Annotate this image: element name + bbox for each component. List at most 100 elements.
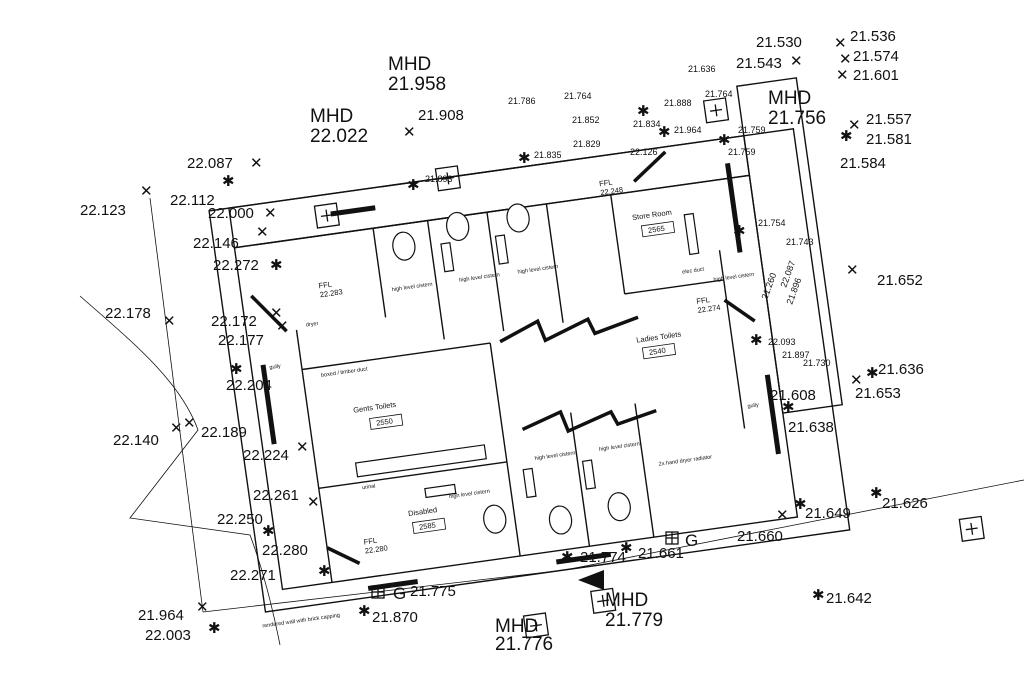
spot-level: 21.574✕ (839, 48, 899, 68)
svg-text:21.584: 21.584 (840, 155, 886, 172)
spot-level: 21.636✱ (866, 361, 924, 382)
partition-wall (634, 403, 655, 538)
spot-level: 22.126 (630, 147, 658, 157)
svg-text:22.126: 22.126 (630, 147, 658, 157)
manhole-marker (702, 97, 730, 124)
spot-level: 21.601✕ (836, 67, 899, 84)
partition-wall (372, 228, 387, 318)
spot-level: 22.172✕ (211, 305, 283, 330)
svg-text:✱: ✱ (407, 177, 420, 194)
svg-text:✱: ✱ (561, 549, 574, 566)
spot-level: 21.608 (770, 387, 816, 404)
svg-text:21.743: 21.743 (786, 237, 814, 247)
svg-text:✕: ✕ (836, 67, 849, 84)
svg-text:✕: ✕ (846, 262, 859, 279)
svg-text:21.908: 21.908 (418, 107, 464, 124)
svg-text:21.636: 21.636 (878, 361, 924, 378)
room-name: Ladies Toilets (636, 329, 682, 344)
gully-label: G (685, 531, 698, 550)
svg-text:✱: ✱ (718, 132, 731, 149)
spot-level: 21.897 (782, 350, 810, 360)
svg-text:✱: ✱ (518, 150, 531, 167)
svg-text:21.653: 21.653 (855, 385, 901, 402)
spot-level: 21.964✕ (138, 599, 209, 624)
svg-text:22.224: 22.224 (243, 447, 289, 464)
svg-text:21.759: 21.759 (728, 147, 756, 157)
svg-text:22.178: 22.178 (105, 305, 151, 322)
door-leaf (723, 298, 756, 323)
note-text: boxed / timber duct (321, 366, 369, 379)
svg-text:21.774: 21.774 (580, 549, 626, 566)
door-leaf (326, 546, 361, 565)
mhd-value: 21.958 (388, 74, 446, 95)
spot-level: 21.638 ✱ (782, 399, 834, 436)
cistern-fixture (440, 242, 455, 273)
spot-level: 22.280 (262, 542, 308, 559)
spot-level: 21.543✕ (736, 53, 803, 72)
spot-level: 21.581✱ (840, 128, 912, 148)
partition-wall (486, 212, 505, 332)
ffl-label: FFL (696, 295, 710, 306)
spot-level: 21.260 (759, 271, 778, 300)
svg-text:✱: ✱ (620, 540, 633, 557)
window-glazing (555, 551, 612, 565)
svg-text:21.626: 21.626 (882, 495, 928, 512)
svg-text:✱: ✱ (262, 523, 275, 540)
svg-text:✕: ✕ (256, 224, 269, 241)
toilet-fixture (607, 492, 631, 522)
svg-text:21.530: 21.530 (756, 34, 802, 51)
room-number-box (641, 343, 677, 360)
north-wall-extension (228, 134, 751, 249)
spot-level: 21.759 (728, 147, 756, 157)
zigzag-wall (499, 315, 639, 344)
svg-text:✕: ✕ (850, 372, 863, 389)
cistern-fixture (581, 459, 597, 490)
spot-level: 21.835✱ (518, 150, 562, 167)
svg-text:22.140: 22.140 (113, 432, 159, 449)
svg-text:21.543: 21.543 (736, 55, 782, 72)
ffl-value: 22.280 (364, 543, 388, 555)
svg-text:✕: ✕ (270, 305, 283, 322)
svg-text:✱: ✱ (866, 365, 879, 382)
svg-text:21.649: 21.649 (805, 505, 851, 522)
svg-text:✕: ✕ (183, 415, 196, 432)
svg-text:22.271: 22.271 (230, 567, 276, 584)
svg-text:✱: ✱ (270, 257, 283, 274)
svg-text:21.601: 21.601 (853, 67, 899, 84)
svg-text:22.177: 22.177 (218, 332, 264, 349)
spot-level: 22.250✱ (217, 511, 275, 540)
door-leaf (632, 150, 667, 183)
svg-text:✕: ✕ (296, 439, 309, 456)
svg-text:21.888: 21.888 (664, 98, 692, 108)
svg-text:21.574: 21.574 (853, 48, 899, 65)
spot-level: 21.829 (573, 139, 601, 149)
partition-wall (569, 412, 591, 547)
mhd-value: 21.776 (495, 634, 553, 655)
room-number-box (369, 413, 404, 430)
spot-level: 21.786 (508, 96, 536, 106)
svg-text:21.636: 21.636 (688, 64, 716, 74)
door-leaf (250, 294, 288, 333)
ffl-label: FFL (598, 178, 612, 189)
spot-level: 21.652 ✕ (846, 262, 923, 289)
svg-text:21.652: 21.652 (877, 272, 923, 289)
spot-level: 21.964✱ (658, 124, 702, 141)
spot-level: 22.000✕ (208, 205, 277, 222)
spot-level: 22.224 ✕ (243, 439, 309, 464)
svg-text:21.835: 21.835 (534, 150, 562, 160)
svg-text:22.204: 22.204 (226, 377, 272, 394)
svg-text:✕: ✕ (250, 155, 263, 172)
spot-level: 22.123✕ (80, 183, 153, 219)
spot-level: 21.764 (564, 91, 592, 101)
mhd-label: MHD (310, 106, 353, 127)
ffl-label: FFL (318, 280, 332, 291)
svg-text:21.870: 21.870 (372, 609, 418, 626)
svg-text:22.003: 22.003 (145, 627, 191, 644)
svg-text:✱: ✱ (782, 399, 795, 416)
svg-text:21.638: 21.638 (788, 419, 834, 436)
note-text: high level cistern (449, 489, 490, 501)
svg-text:21.536: 21.536 (850, 28, 896, 45)
window-glazing (367, 578, 419, 591)
site-boundary-line (79, 295, 281, 646)
room-name: Store Room (632, 208, 673, 222)
